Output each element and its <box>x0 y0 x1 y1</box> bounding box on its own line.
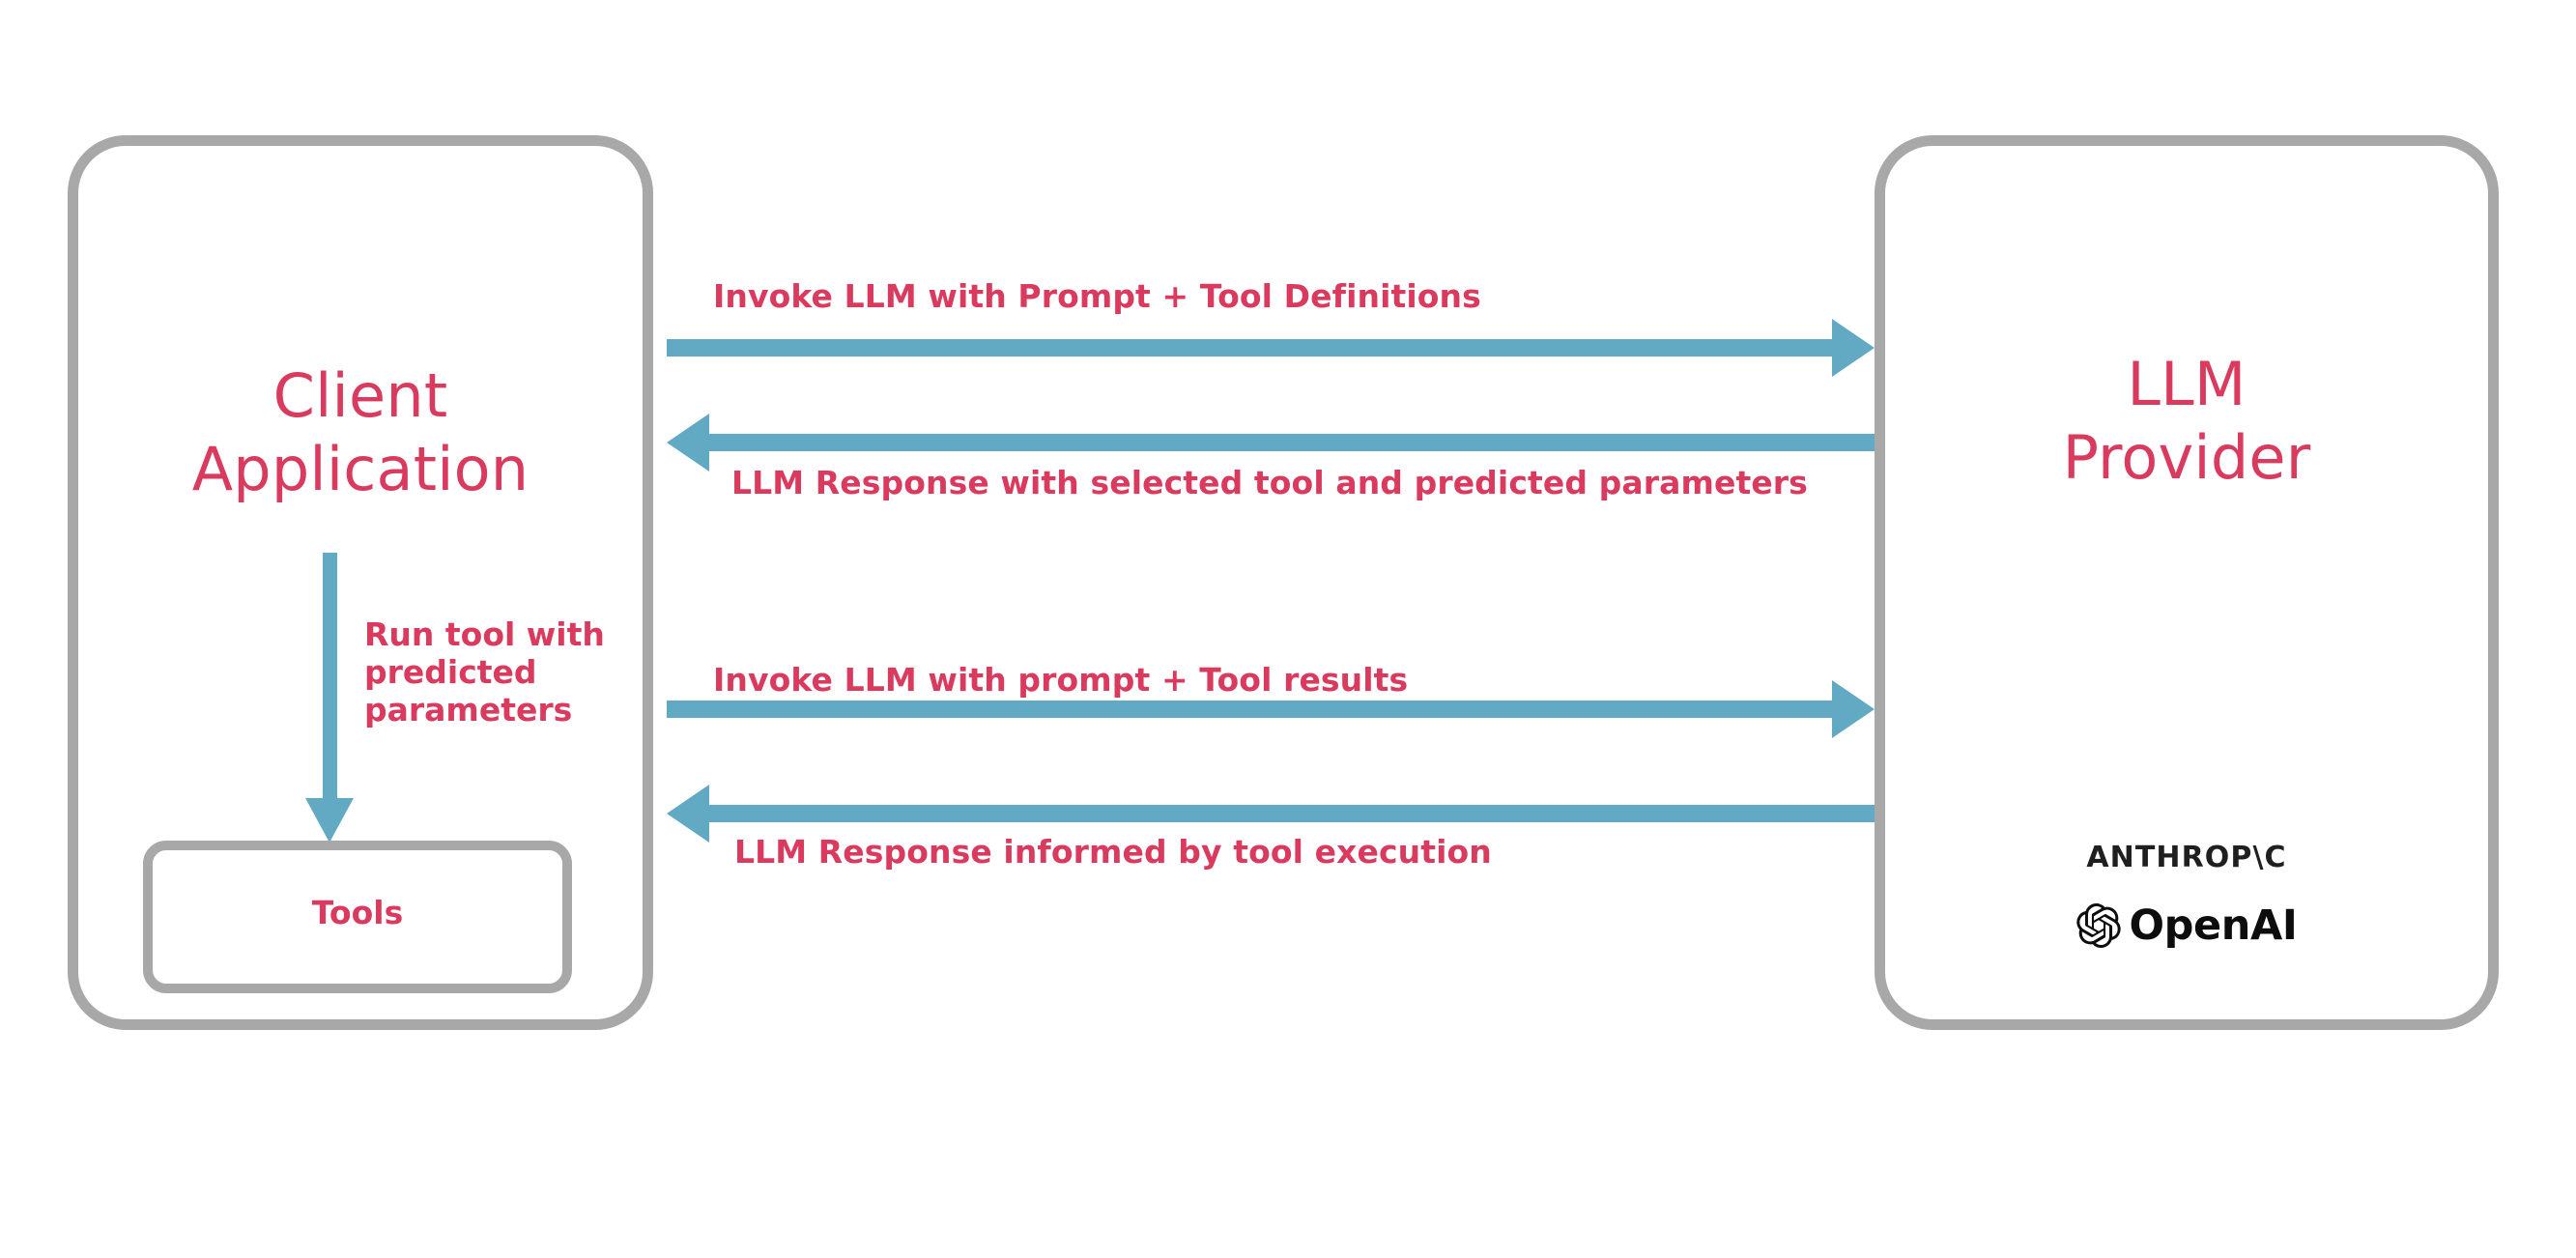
invoke-llm-results-label: Invoke LLM with prompt + Tool results <box>713 661 1409 699</box>
run-tool-arrow-head <box>305 798 354 843</box>
openai-wordmark: OpenAI <box>2129 901 2298 950</box>
invoke-llm-definitions-label: Invoke LLM with Prompt + Tool Definition… <box>713 277 1481 315</box>
llm-provider-title: LLM Provider <box>2062 349 2311 493</box>
arrow-head-right-icon <box>1832 319 1875 377</box>
invoke-llm-definitions-arrow <box>667 319 1875 377</box>
run-tool-arrow <box>305 553 354 843</box>
llm-response-execution-label: LLM Response informed by tool execution <box>734 833 1492 871</box>
run-tool-arrow-shaft <box>323 553 337 800</box>
llm-response-parameters-label: LLM Response with selected tool and pred… <box>731 464 1808 501</box>
arrow-head-left-icon <box>667 414 709 472</box>
arrow-head-left-icon <box>667 785 709 843</box>
client-application-title: Client Application <box>191 360 530 504</box>
llm-provider-box <box>1875 135 2499 1030</box>
tools-box <box>143 841 572 993</box>
arrow-shaft <box>707 805 1875 822</box>
llm-response-parameters-arrow <box>667 414 1875 472</box>
openai-mark-icon <box>2075 903 2121 948</box>
arrow-shaft <box>707 434 1875 451</box>
anthropic-logo: ANTHROP\C <box>2086 841 2287 874</box>
arrow-shaft <box>667 700 1834 718</box>
llm-response-execution-arrow <box>667 785 1875 843</box>
openai-logo: OpenAI <box>1875 903 2499 948</box>
arrow-head-right-icon <box>1832 680 1875 738</box>
arrow-shaft <box>667 339 1834 357</box>
invoke-llm-results-arrow <box>667 680 1875 738</box>
run-tool-arrow-label: Run tool with predicted parameters <box>364 615 605 729</box>
tools-label: Tools <box>311 894 404 931</box>
